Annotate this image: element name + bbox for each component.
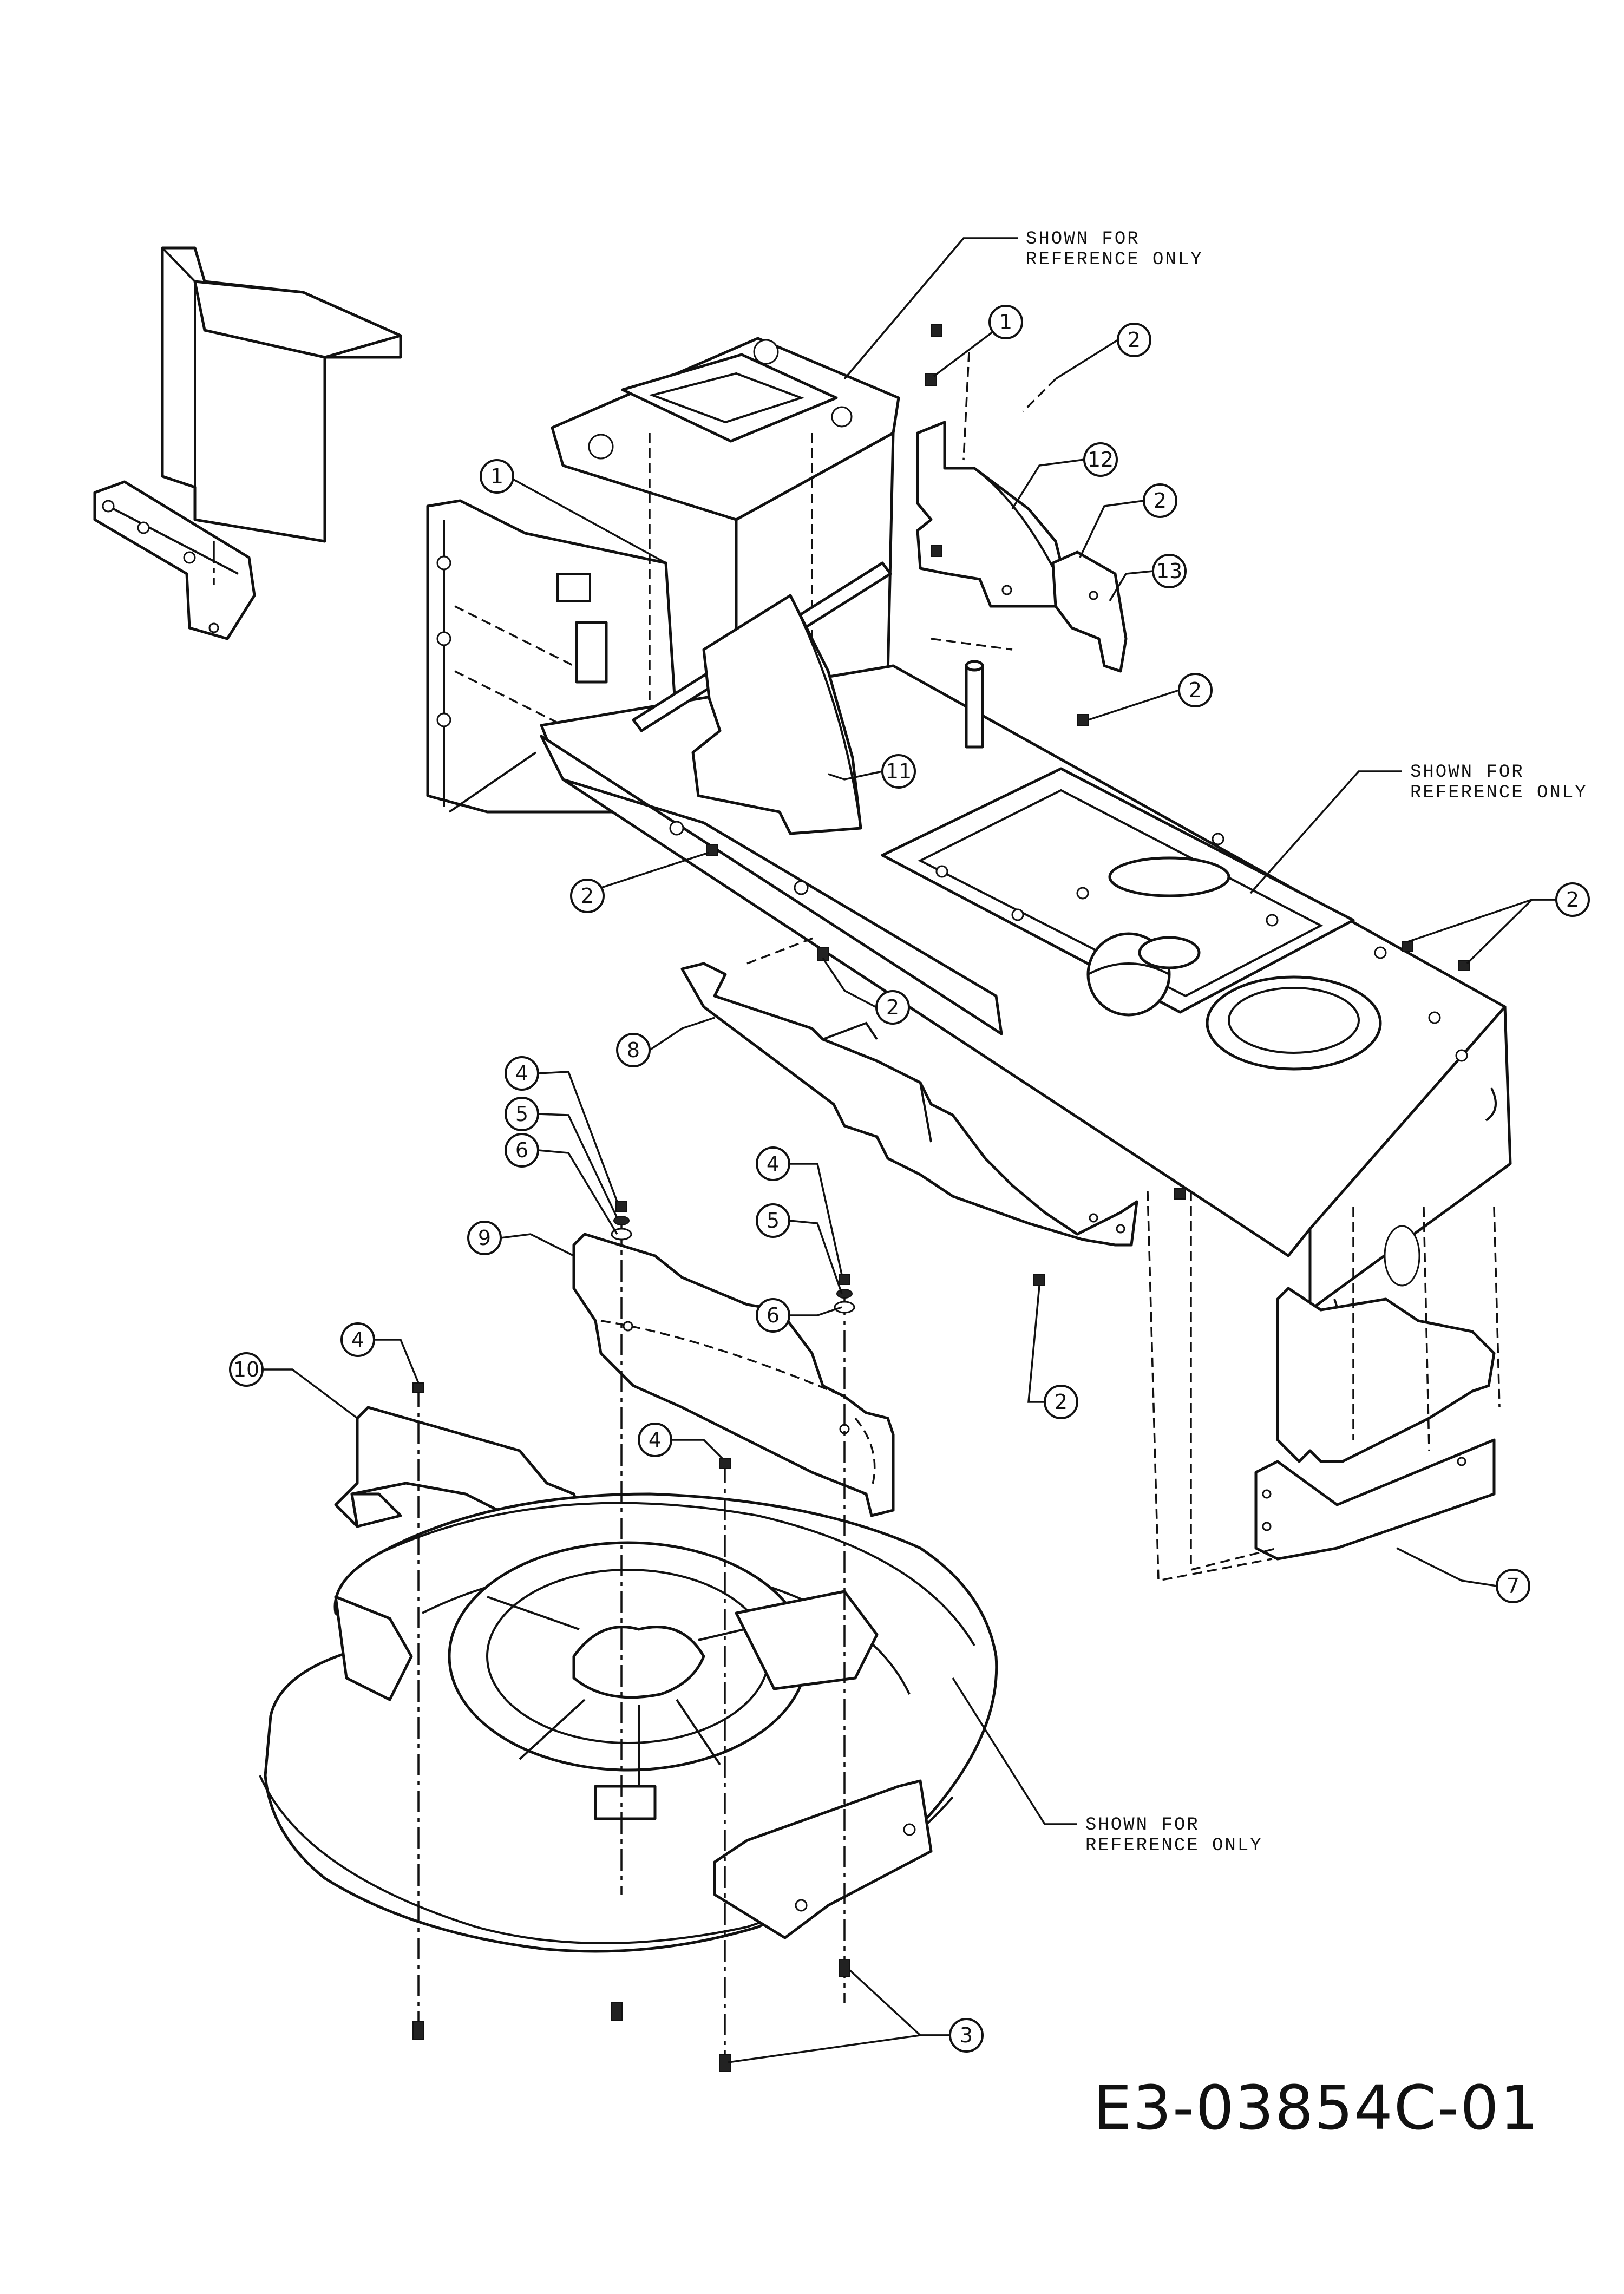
callout-bubble: 5: [505, 1097, 539, 1131]
reference-note-deck: SHOWN FOR REFERENCE ONLY: [1085, 1815, 1263, 1856]
svg-text:2: 2: [1055, 1390, 1068, 1414]
shield-9: [572, 1233, 895, 1517]
callout-bubble: 2: [1178, 673, 1213, 707]
mower-deck-reference: [259, 1492, 998, 1953]
leader-lines: [263, 237, 1556, 2063]
reference-note-frame: SHOWN FOR REFERENCE ONLY: [1410, 762, 1588, 803]
callout-bubble: 4: [505, 1056, 539, 1091]
callout-bubble: 1: [480, 459, 514, 494]
panel-12: [916, 421, 1073, 608]
callout-bubble: 2: [1044, 1385, 1078, 1419]
callout-bubble: 8: [616, 1033, 651, 1067]
svg-text:6: 6: [767, 1303, 780, 1327]
callout-bubble: 10: [229, 1352, 264, 1387]
upper-shield-part: [161, 246, 402, 543]
fastener-centerlines: [417, 1223, 846, 2057]
svg-text:4: 4: [351, 1328, 364, 1352]
svg-text:5: 5: [767, 1209, 780, 1233]
svg-text:3: 3: [960, 2023, 973, 2047]
svg-text:4: 4: [515, 1061, 528, 1085]
callout-bubble: 12: [1083, 442, 1118, 477]
svg-text:10: 10: [233, 1358, 259, 1381]
svg-text:SHOWN FOR: SHOWN FOR: [1410, 762, 1524, 783]
svg-text:1: 1: [999, 310, 1012, 334]
callout-bubble: 4: [340, 1322, 375, 1357]
reference-note-top: SHOWN FOR REFERENCE ONLY: [1026, 229, 1203, 270]
svg-text:4: 4: [767, 1152, 780, 1176]
panel-13: [1051, 550, 1128, 673]
svg-text:6: 6: [515, 1138, 528, 1162]
svg-text:REFERENCE ONLY: REFERENCE ONLY: [1410, 783, 1588, 803]
callout-bubble: 1: [988, 305, 1023, 339]
svg-text:2: 2: [1566, 888, 1579, 912]
svg-text:REFERENCE ONLY: REFERENCE ONLY: [1026, 250, 1203, 270]
svg-text:2: 2: [886, 995, 899, 1019]
callout-bubble: 4: [638, 1423, 672, 1457]
callout-bubble: 6: [505, 1133, 539, 1168]
panel-11: [691, 594, 862, 835]
svg-text:1: 1: [490, 464, 503, 488]
shield-8: [680, 962, 1138, 1247]
callout-bubble: 2: [875, 990, 910, 1025]
svg-text:SHOWN FOR: SHOWN FOR: [1085, 1815, 1200, 1836]
callout-bubble: 5: [756, 1203, 790, 1238]
fastener-hardware: [412, 324, 1470, 2072]
callout-bubble: 9: [467, 1221, 502, 1255]
callout-bubble: 2: [570, 879, 605, 913]
callout-bubbles: 1 2 1 12 2 13 2 11 2 2 2 8 4 5 6 9 4 5 6…: [229, 305, 1590, 2053]
svg-text:SHOWN FOR: SHOWN FOR: [1026, 229, 1140, 250]
svg-text:9: 9: [478, 1226, 491, 1250]
callout-bubble: 6: [756, 1298, 790, 1333]
svg-text:2: 2: [581, 884, 594, 908]
callout-bubble: 11: [881, 754, 916, 789]
diagram-number: E3-03854C-01: [1093, 2073, 1540, 2144]
svg-text:2: 2: [1128, 328, 1141, 352]
svg-text:13: 13: [1156, 559, 1182, 583]
shield-7: [1254, 1287, 1496, 1561]
callout-bubble: 3: [949, 2018, 984, 2053]
callout-bubble: 2: [1143, 483, 1177, 518]
left-bracket-part: [93, 480, 256, 640]
svg-text:2: 2: [1189, 678, 1202, 702]
callout-bubble: 7: [1496, 1569, 1530, 1603]
callout-bubble: 2: [1555, 882, 1590, 917]
svg-text:11: 11: [886, 759, 912, 783]
svg-text:2: 2: [1154, 489, 1167, 513]
callout-bubble: 2: [1117, 323, 1151, 357]
callout-bubble: 13: [1152, 554, 1187, 588]
svg-text:7: 7: [1507, 1574, 1520, 1598]
svg-text:4: 4: [649, 1428, 662, 1452]
callout-bubble: 4: [756, 1146, 790, 1181]
svg-text:5: 5: [515, 1102, 528, 1126]
svg-text:8: 8: [627, 1038, 640, 1062]
svg-text:REFERENCE ONLY: REFERENCE ONLY: [1085, 1836, 1263, 1856]
svg-text:12: 12: [1088, 448, 1114, 471]
